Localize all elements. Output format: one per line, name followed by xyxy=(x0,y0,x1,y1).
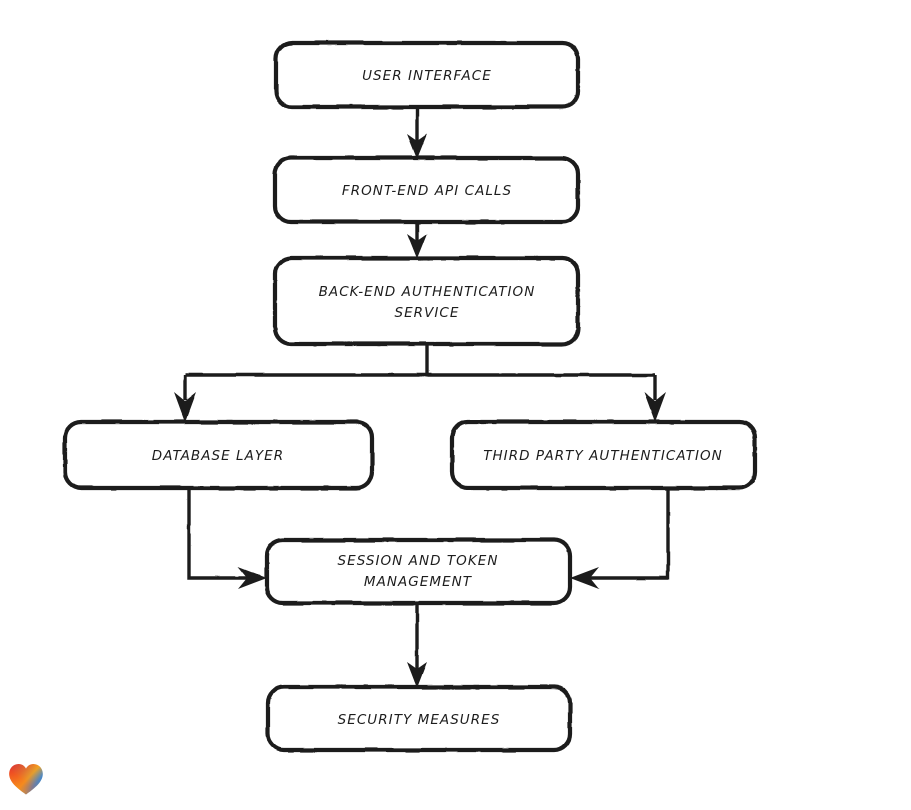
edge-ui-to-api xyxy=(407,107,427,159)
node-label-session-line1: SESSION AND TOKEN xyxy=(338,553,499,569)
svg-text:SESSION AND TOKEN: SESSION AND TOKEN xyxy=(338,553,499,569)
node-layer: USER INTERFACE FRONT-END API CALLS BACK-… xyxy=(62,40,758,753)
svg-text:MANAGEMENT: MANAGEMENT xyxy=(364,574,473,590)
node-label-session-line2: MANAGEMENT xyxy=(364,574,473,590)
node-label-security-measures: SECURITY MEASURES xyxy=(338,712,501,728)
node-label-third-party-authentication: THIRD PARTY AUTHENTICATION xyxy=(483,448,723,464)
svg-text:BACK-END AUTHENTICATION: BACK-END AUTHENTICATION xyxy=(319,284,536,300)
svg-text:SECURITY MEASURES: SECURITY MEASURES xyxy=(338,712,501,728)
edge-thirdparty-to-session xyxy=(570,488,670,589)
node-database-layer[interactable]: DATABASE LAYER xyxy=(62,419,375,491)
edge-backend-to-thirdparty xyxy=(644,375,666,422)
node-label-user-interface: USER INTERFACE xyxy=(362,68,492,84)
node-label-back-end-authentication-line2: SERVICE xyxy=(394,305,459,321)
node-session-and-token-management[interactable]: SESSION AND TOKEN MANAGEMENT xyxy=(264,537,573,606)
svg-text:USER INTERFACE: USER INTERFACE xyxy=(362,68,492,84)
edge-layer xyxy=(174,107,670,688)
node-back-end-authentication-service[interactable]: BACK-END AUTHENTICATION SERVICE xyxy=(272,255,581,347)
edge-database-to-session xyxy=(187,488,267,589)
edge-backend-split xyxy=(185,344,655,377)
svg-text:SERVICE: SERVICE xyxy=(394,305,459,321)
node-label-front-end-api-calls: FRONT-END API CALLS xyxy=(342,183,512,199)
svg-text:FRONT-END API CALLS: FRONT-END API CALLS xyxy=(342,183,512,199)
svg-text:THIRD PARTY AUTHENTICATION: THIRD PARTY AUTHENTICATION xyxy=(483,448,723,464)
edge-backend-to-database xyxy=(174,375,196,422)
edge-session-to-security xyxy=(407,603,427,688)
node-user-interface[interactable]: USER INTERFACE xyxy=(273,40,581,110)
node-security-measures[interactable]: SECURITY MEASURES xyxy=(265,684,573,753)
node-label-database-layer: DATABASE LAYER xyxy=(152,448,284,464)
node-label-back-end-authentication-line1: BACK-END AUTHENTICATION xyxy=(319,284,536,300)
heart-shape-overlay xyxy=(9,764,43,795)
heart-icon[interactable] xyxy=(8,762,44,796)
edge-api-to-backend xyxy=(407,222,427,259)
node-third-party-authentication[interactable]: THIRD PARTY AUTHENTICATION xyxy=(449,419,758,491)
node-front-end-api-calls[interactable]: FRONT-END API CALLS xyxy=(272,155,581,225)
svg-text:DATABASE LAYER: DATABASE LAYER xyxy=(152,448,284,464)
